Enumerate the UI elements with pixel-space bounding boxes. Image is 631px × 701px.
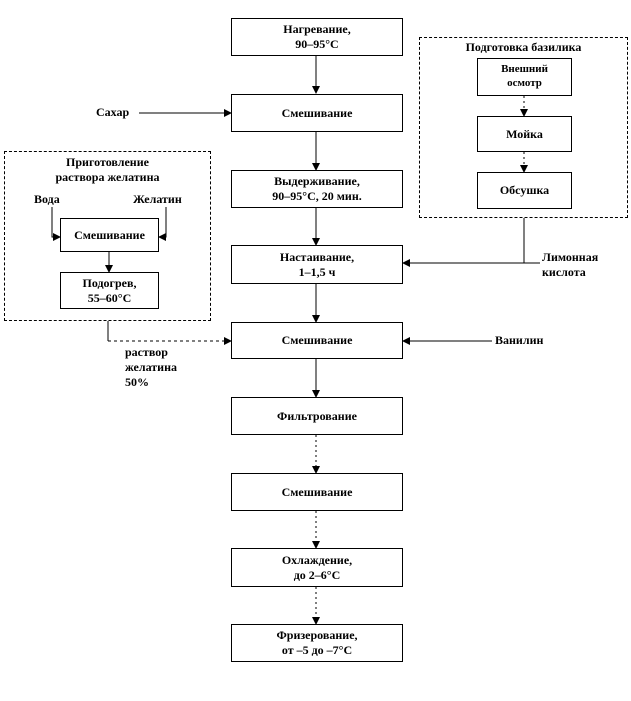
gelatin-mixing: Смешивание — [60, 218, 159, 252]
step-heating: Нагревание, 90–95°С — [231, 18, 403, 56]
gelatin-prep-title: Приготовление раствора желатина — [55, 155, 160, 184]
step-cooling: Охлаждение, до 2–6°С — [231, 548, 403, 587]
gelatin-gelatin-label: Желатин — [133, 192, 182, 206]
input-citric-acid: Лимонная кислота — [542, 250, 599, 279]
input-gelatin-solution: раствор желатина 50% — [125, 345, 178, 389]
step-infusion: Настаивание, 1–1,5 ч — [231, 245, 403, 284]
gelatin-heating: Подогрев, 55–60°С — [60, 272, 159, 309]
basil-inspection: Внешний осмотр — [477, 58, 572, 96]
step-mixing-2: Смешивание — [231, 322, 403, 359]
gelatin-prep-group — [4, 151, 211, 321]
step-mixing-1: Смешивание — [231, 94, 403, 132]
input-sugar: Сахар — [96, 105, 130, 119]
step-mixing-3: Смешивание — [231, 473, 403, 511]
step-holding: Выдерживание, 90–95°С, 20 мин. — [231, 170, 403, 208]
basil-drying: Обсушка — [477, 172, 572, 209]
step-freezing: Фризерование, от –5 до –7°С — [231, 624, 403, 662]
step-filtering: Фильтрование — [231, 397, 403, 435]
basil-washing: Мойка — [477, 116, 572, 152]
basil-prep-group — [419, 37, 628, 218]
basil-prep-title: Подготовка базилика — [465, 40, 582, 54]
gelatin-water-label: Вода — [34, 192, 60, 206]
input-vanillin: Ванилин — [495, 333, 544, 347]
